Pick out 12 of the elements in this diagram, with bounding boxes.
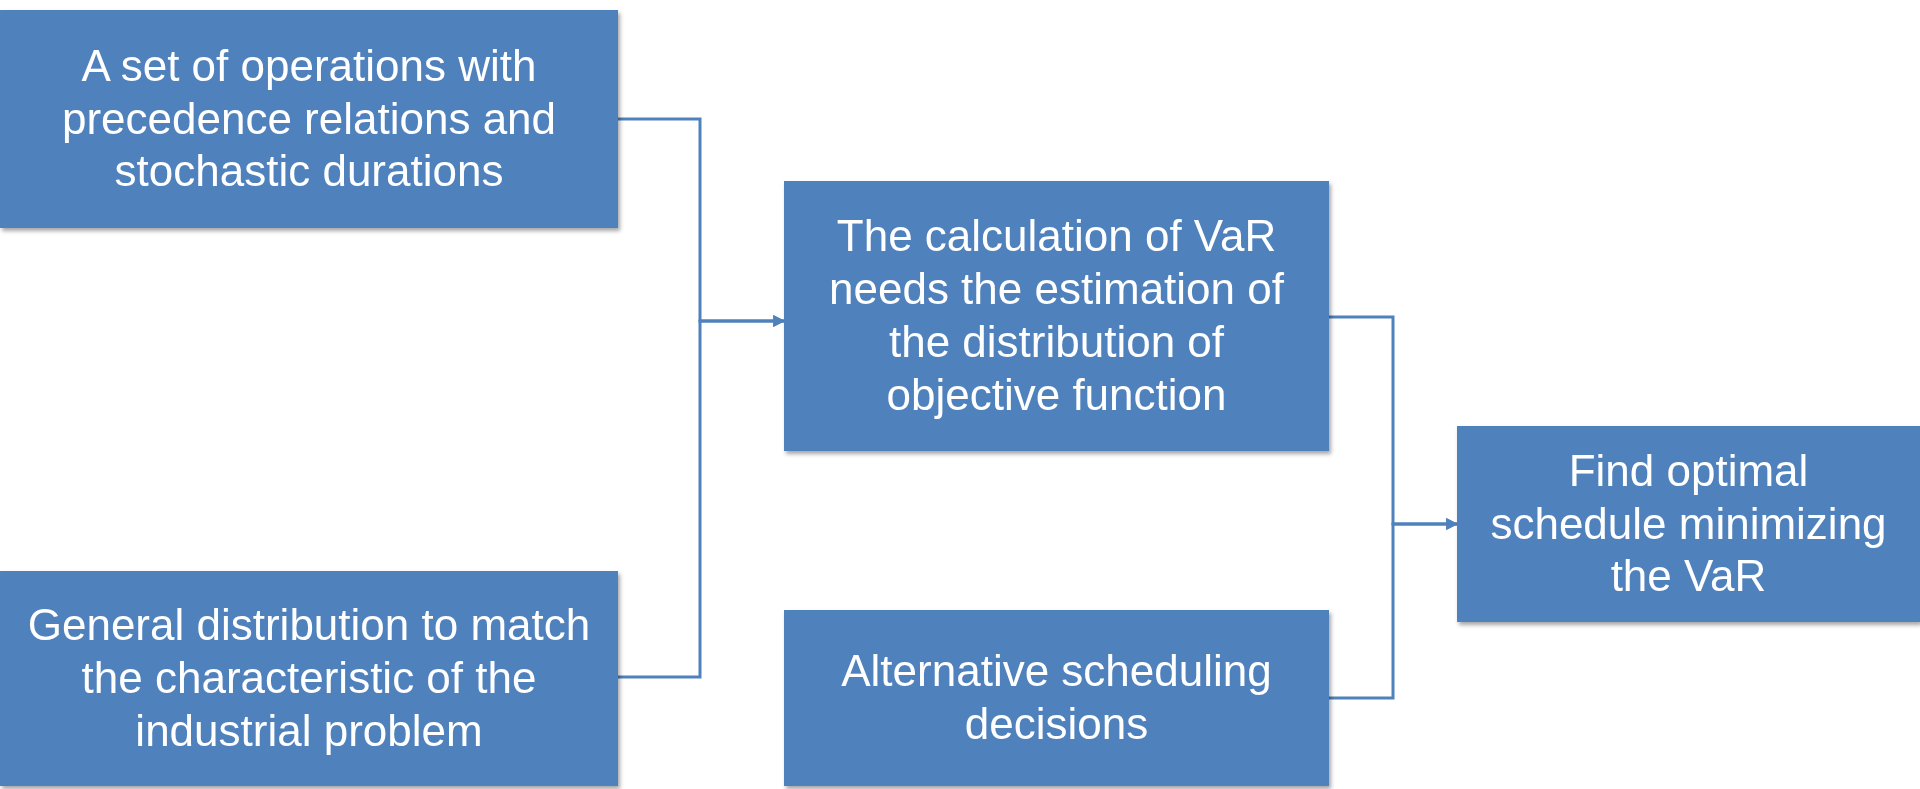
box-label: General distribution to match the characteristic of the industrial problem <box>26 599 592 757</box>
process-box <box>1457 426 1920 622</box>
process-box <box>0 571 618 786</box>
process-box <box>784 181 1329 451</box>
box-label: The calculation of VaR needs the estimation of the distribution of objective function <box>828 210 1285 421</box>
box-label: A set of operations with precedence relations and stochastic durations <box>60 39 558 198</box>
process-box <box>784 610 1329 786</box>
box-label: Find optimal schedule minimizing the VaR <box>1489 444 1888 603</box>
box-label: Alternative scheduling decisions <box>840 645 1273 750</box>
connector-arrow <box>618 315 786 679</box>
connector-arrow <box>1329 518 1459 700</box>
process-box <box>0 10 618 228</box>
